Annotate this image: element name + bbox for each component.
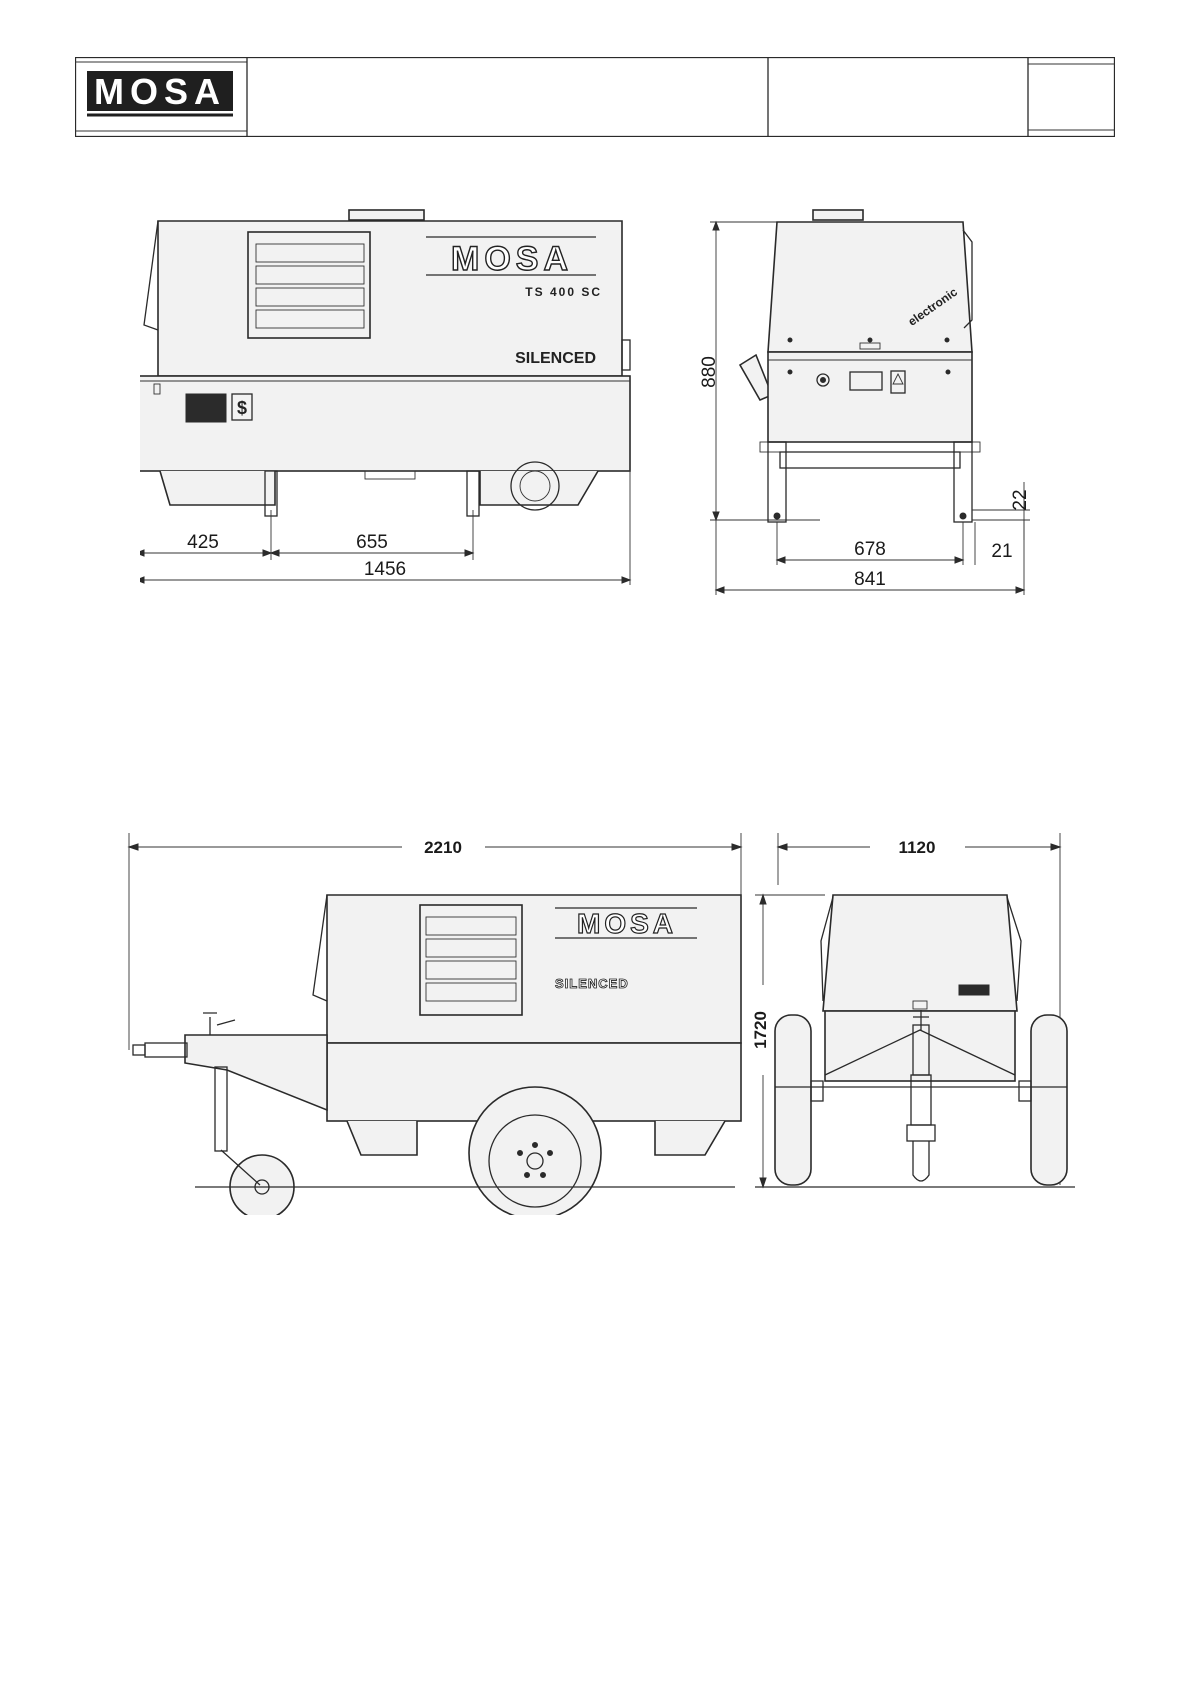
dim-trailer-height: 1720	[751, 1011, 770, 1049]
silenced-label: SILENCED	[515, 350, 596, 367]
trailer-silenced-label: SILENCED	[555, 976, 629, 991]
mosa-logo: MOSA	[87, 71, 233, 117]
brand-plate: MOSA	[426, 236, 596, 279]
dim-wheelbase: 655	[356, 532, 388, 553]
brand-text: MOSA	[451, 240, 573, 278]
dim-foot-height: 22	[1010, 489, 1031, 510]
title-block: MOSA	[75, 57, 1115, 137]
vent-grille	[419, 904, 523, 1016]
lower-side-view: 2210 MOSA SILENCED	[127, 833, 743, 1215]
dim-trailer-length: 2210	[424, 838, 462, 857]
dim-foot-width: 21	[991, 541, 1012, 562]
control-panel: $	[185, 393, 253, 423]
trailer-brand-text: MOSA	[577, 908, 677, 939]
dim-trailer-width: 1120	[899, 838, 936, 857]
brand-plate: MOSA	[555, 907, 697, 940]
svg-text:$: $	[237, 398, 247, 418]
upper-front-view: 880 electronic	[699, 209, 1031, 595]
logo-text: MOSA	[94, 71, 226, 112]
dim-length: 1456	[364, 559, 406, 580]
dim-height: 880	[699, 356, 720, 388]
upper-side-view: MOSA TS 400 SC SILENCED $	[140, 209, 632, 585]
model-text: TS 400 SC	[525, 285, 602, 299]
vent-grille	[247, 231, 371, 339]
main-wheel	[468, 1086, 602, 1215]
dim-width: 841	[854, 569, 886, 590]
dim-track: 678	[854, 539, 886, 560]
lower-front-view: 1120 1720	[751, 833, 1075, 1189]
dim-front-offset: 425	[187, 532, 219, 553]
